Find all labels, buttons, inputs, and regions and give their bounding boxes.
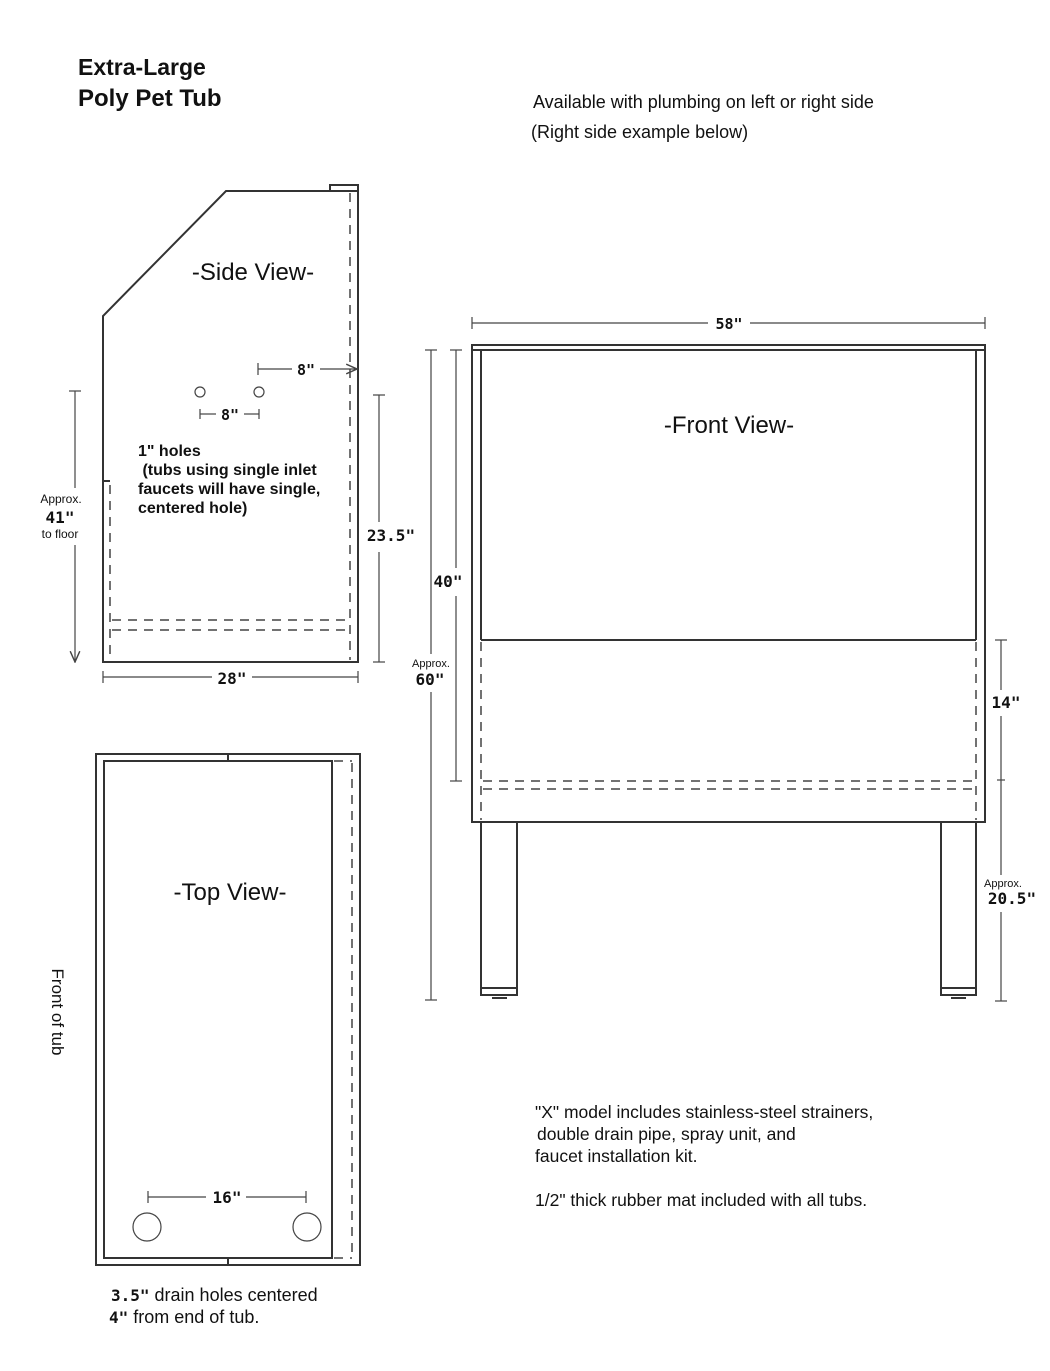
dim-front-width: 58": [715, 315, 742, 333]
holes-note: 1" holes (tubs using single inlet faucet…: [138, 443, 320, 517]
header-note-line1: Available with plumbing on left or right…: [533, 92, 874, 112]
side-view-label: -Side View-: [192, 259, 314, 286]
dim-total-height: 60": [416, 670, 445, 689]
front-of-tub-label: Front of tub: [48, 969, 67, 1056]
side-view-cap: [329, 184, 359, 192]
dim-height-prefix: Approx.: [40, 492, 81, 506]
holes-note-line: (tubs using single inlet: [138, 462, 317, 479]
dim-depth: 23.5": [367, 526, 415, 545]
mat-note: 1/2" thick rubber mat included with all …: [535, 1190, 867, 1210]
x-model-note-line: "X" model includes stainless-steel strai…: [535, 1102, 873, 1122]
inlet-hole: [253, 386, 265, 398]
side-view: -Side View- 8" 8" 1" holes (tubs using s…: [40, 184, 415, 688]
notes: "X" model includes stainless-steel strai…: [535, 1102, 873, 1210]
dim-leg-height: 20.5": [988, 889, 1036, 908]
dim-side-width: 28": [218, 669, 247, 688]
dim-total-prefix: Approx.: [412, 658, 450, 670]
header-note-line2: (Right side example below): [531, 122, 748, 142]
dim-basin-depth: 14": [992, 693, 1021, 712]
dim-hole-spacing: 8": [221, 406, 239, 424]
side-view-outline: [102, 190, 359, 663]
right-leg: [940, 821, 977, 999]
top-view: -Top View- 16" Front of tub 3.5" drain h…: [48, 753, 361, 1327]
top-view-label: -Top View-: [174, 879, 287, 906]
holes-note-line: centered hole): [138, 500, 247, 517]
dim-drain-spacing: 16": [213, 1188, 242, 1207]
drain-hole: [132, 1212, 162, 1242]
drain-hole: [292, 1212, 322, 1242]
x-model-note-line: faucet installation kit.: [535, 1146, 697, 1166]
dim-height: 41": [46, 508, 75, 527]
drain-note-line1: 3.5" drain holes centered: [111, 1285, 318, 1305]
title-line2: Poly Pet Tub: [78, 85, 222, 112]
dim-top-height: 40": [434, 572, 463, 591]
x-model-note-line: double drain pipe, spray unit, and: [537, 1124, 796, 1144]
holes-note-line: faucets will have single,: [138, 481, 320, 498]
left-leg: [480, 821, 518, 999]
inlet-hole: [194, 386, 206, 398]
dim-height-suffix: to floor: [42, 527, 79, 541]
holes-note-line: 1" holes: [138, 443, 201, 460]
dim-inlet-offset: 8": [297, 361, 315, 379]
front-view-label: -Front View-: [664, 412, 794, 439]
drain-note-line2: 4" from end of tub.: [109, 1307, 259, 1327]
dim-legs-prefix: Approx.: [984, 878, 1022, 890]
front-view-outline: [471, 349, 986, 823]
front-view: -Front View- 58" 40" Approx. 60" 14" App…: [412, 315, 1036, 1002]
title-line1: Extra-Large: [78, 54, 206, 80]
